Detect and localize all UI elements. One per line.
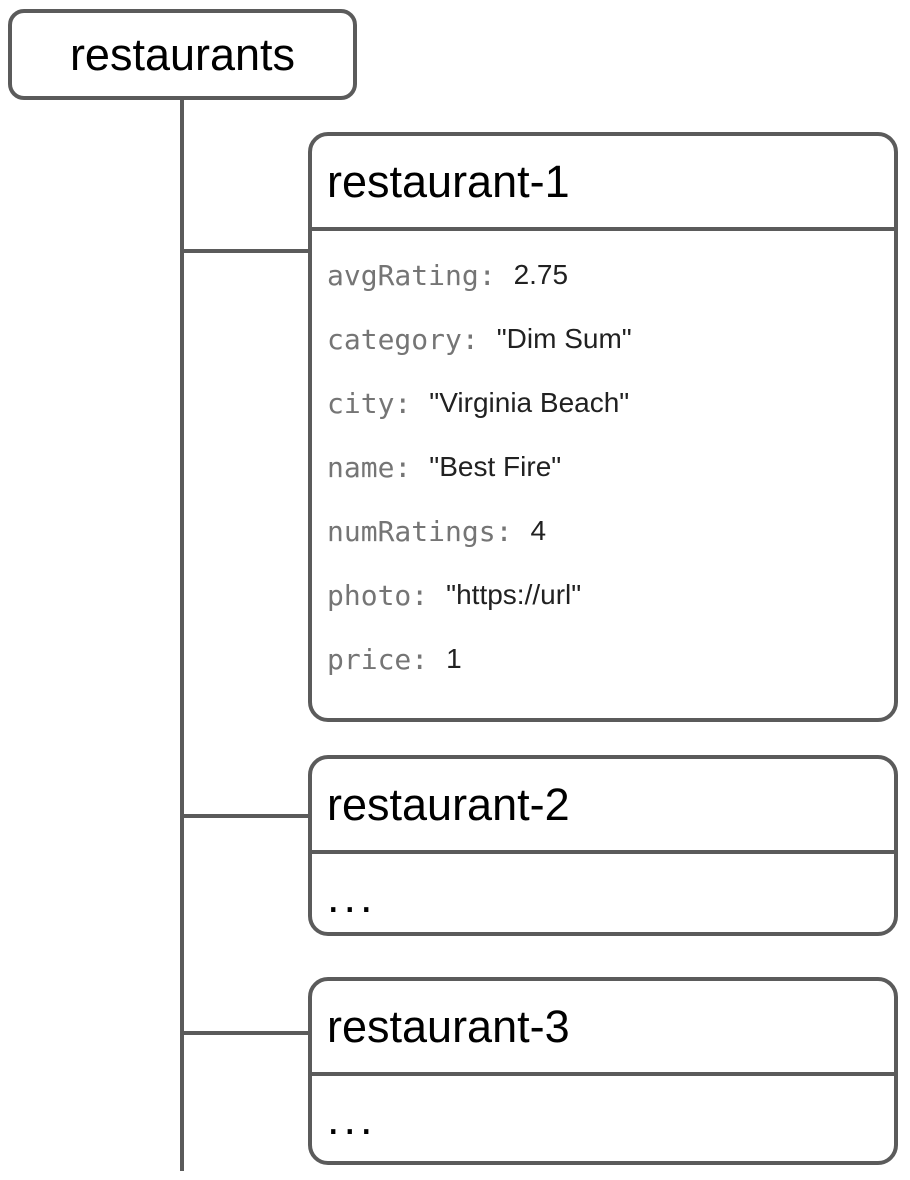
- tree-trunk-line: [180, 100, 184, 1171]
- restaurant-1-card: restaurant-1 avgRating: 2.75 category: "…: [308, 132, 898, 722]
- field-value: "Dim Sum": [496, 323, 632, 354]
- restaurant-1-fields: avgRating: 2.75 category: "Dim Sum" city…: [312, 231, 894, 691]
- root-collection-label: restaurants: [69, 28, 296, 80]
- field-value: 2.75: [513, 259, 569, 290]
- field-key: numRatings:: [327, 514, 513, 548]
- field-row-photo: photo: "https://url": [327, 563, 894, 627]
- field-row-avgrating: avgRating: 2.75: [327, 243, 894, 307]
- restaurant-3-collapsed-ellipsis: ...: [327, 1093, 377, 1144]
- branch-line-restaurant-1: [181, 249, 308, 253]
- field-value: "https://url": [446, 579, 582, 610]
- restaurant-3-card: restaurant-3 ...: [308, 977, 898, 1165]
- field-key: city:: [327, 386, 412, 420]
- restaurant-3-title: restaurant-3: [312, 981, 894, 1076]
- restaurant-1-title: restaurant-1: [312, 136, 894, 231]
- root-collection-card: restaurants: [8, 9, 357, 100]
- field-row-price: price: 1: [327, 627, 894, 691]
- field-key: name:: [327, 450, 412, 484]
- branch-line-restaurant-3: [181, 1031, 308, 1035]
- restaurant-2-collapsed-ellipsis: ...: [327, 871, 377, 922]
- field-value: 4: [530, 515, 547, 546]
- field-row-name: name: "Best Fire": [327, 435, 894, 499]
- field-value: "Best Fire": [429, 451, 562, 482]
- field-row-numratings: numRatings: 4: [327, 499, 894, 563]
- field-row-category: category: "Dim Sum": [327, 307, 894, 371]
- field-row-city: city: "Virginia Beach": [327, 371, 894, 435]
- field-key: price:: [327, 642, 429, 676]
- restaurant-2-title: restaurant-2: [312, 759, 894, 854]
- field-key: category:: [327, 322, 479, 356]
- field-key: photo:: [327, 578, 429, 612]
- field-value: "Virginia Beach": [429, 387, 630, 418]
- restaurant-2-card: restaurant-2 ...: [308, 755, 898, 936]
- field-value: 1: [446, 643, 462, 674]
- field-key: avgRating:: [327, 258, 496, 292]
- branch-line-restaurant-2: [181, 814, 308, 818]
